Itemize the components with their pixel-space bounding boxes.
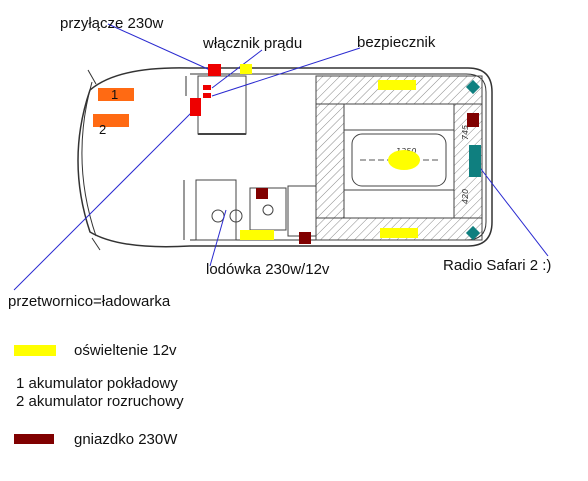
converter-charger	[190, 98, 201, 116]
legend-battery-1: 1 akumulator pokładowy	[16, 375, 178, 392]
radio-unit	[469, 145, 481, 177]
speaker-top	[465, 79, 481, 95]
light-center	[388, 150, 420, 170]
light-bottom	[380, 228, 418, 238]
battery-number-1: 1	[111, 87, 118, 102]
light-galley	[240, 230, 274, 240]
socket-galley	[256, 188, 268, 199]
socket-right	[467, 113, 479, 127]
connector-230w	[208, 64, 221, 76]
label-connector: przyłącze 230w	[60, 15, 164, 32]
battery-1	[98, 88, 134, 101]
legend-socket-swatch	[14, 434, 54, 444]
fuse-a	[203, 85, 211, 90]
dimension-745: 745	[461, 125, 470, 140]
power-switch	[240, 64, 252, 74]
label-radio: Radio Safari 2 :)	[443, 257, 552, 274]
speaker-bottom	[465, 225, 481, 241]
label-fuse: bezpiecznik	[357, 34, 436, 51]
label-power-switch: włącznik prądu	[203, 35, 303, 52]
legend-lighting-label: oświeltenie 12v	[74, 342, 177, 359]
leader-lines	[13, 23, 549, 291]
label-fridge: lodówka 230w/12v	[206, 261, 330, 278]
battery-number-2: 2	[99, 122, 106, 137]
socket-bottom	[299, 232, 311, 244]
interior-furniture	[195, 75, 317, 241]
fuse-b	[203, 93, 211, 98]
battery-2	[93, 114, 129, 127]
dimension-420: 420	[461, 189, 470, 204]
light-top	[378, 80, 416, 90]
legend-socket-label: gniazdko 230W	[74, 431, 178, 448]
legend-lighting-swatch	[14, 345, 56, 356]
legend-battery-2: 2 akumulator rozruchowy	[16, 393, 184, 410]
components	[93, 64, 481, 244]
label-converter: przetwornico=ładowarka	[8, 293, 171, 310]
